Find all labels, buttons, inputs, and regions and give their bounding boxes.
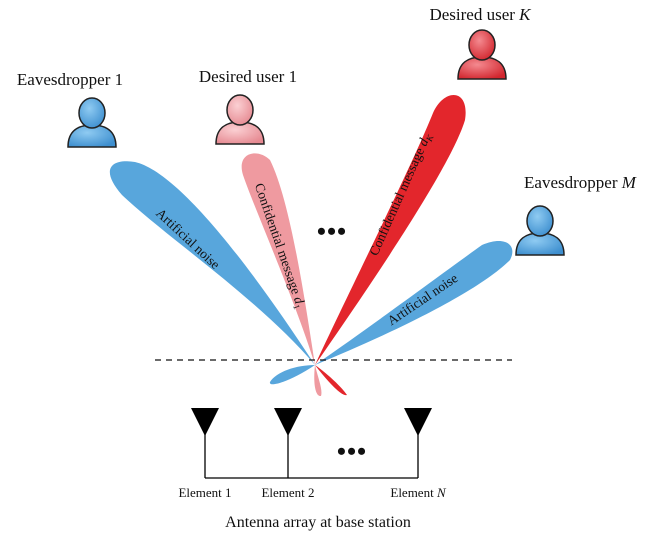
message-1-symbol: d <box>291 294 307 306</box>
message-1-subscript: 1 <box>291 303 302 311</box>
beam-userK <box>315 95 466 366</box>
beam-noise-left <box>109 161 315 365</box>
element-2-label: Element 2 <box>261 485 314 500</box>
eavesdropper-1: Eavesdropper 1 <box>17 70 123 148</box>
antenna-element-n-icon <box>404 408 432 436</box>
back-lobe-right <box>315 365 347 396</box>
element-1-label: Element 1 <box>178 485 231 500</box>
person-icon <box>515 205 565 256</box>
eavesdropper-m-label: Eavesdropper M <box>524 173 637 192</box>
person-icon <box>67 97 117 148</box>
element-n-label: Element N <box>390 485 447 500</box>
person-icon <box>215 94 265 145</box>
beam-pattern <box>109 95 513 397</box>
message-k-subscript: K <box>424 132 436 143</box>
desired-user-k-label: Desired user K <box>429 5 532 24</box>
beam-noise-right <box>315 240 513 365</box>
desired-user-1-label: Desired user 1 <box>199 67 297 86</box>
person-icon <box>457 29 507 80</box>
antenna-array <box>204 428 419 479</box>
antenna-element-2-icon <box>274 408 302 436</box>
back-lobe-bottom <box>314 365 322 397</box>
elements-ellipsis: ••• <box>337 437 367 466</box>
antenna-element-1-icon <box>191 408 219 436</box>
eavesdropper-m: Eavesdropper M <box>515 173 637 256</box>
caption: Antenna array at base station <box>225 514 411 531</box>
eavesdropper-1-label: Eavesdropper 1 <box>17 70 123 89</box>
users-ellipsis: ••• <box>317 217 347 246</box>
beam-user1 <box>241 153 315 365</box>
desired-user-k: Desired user K <box>429 5 532 80</box>
back-lobe-left <box>269 365 315 385</box>
desired-user-1: Desired user 1 <box>199 67 297 145</box>
